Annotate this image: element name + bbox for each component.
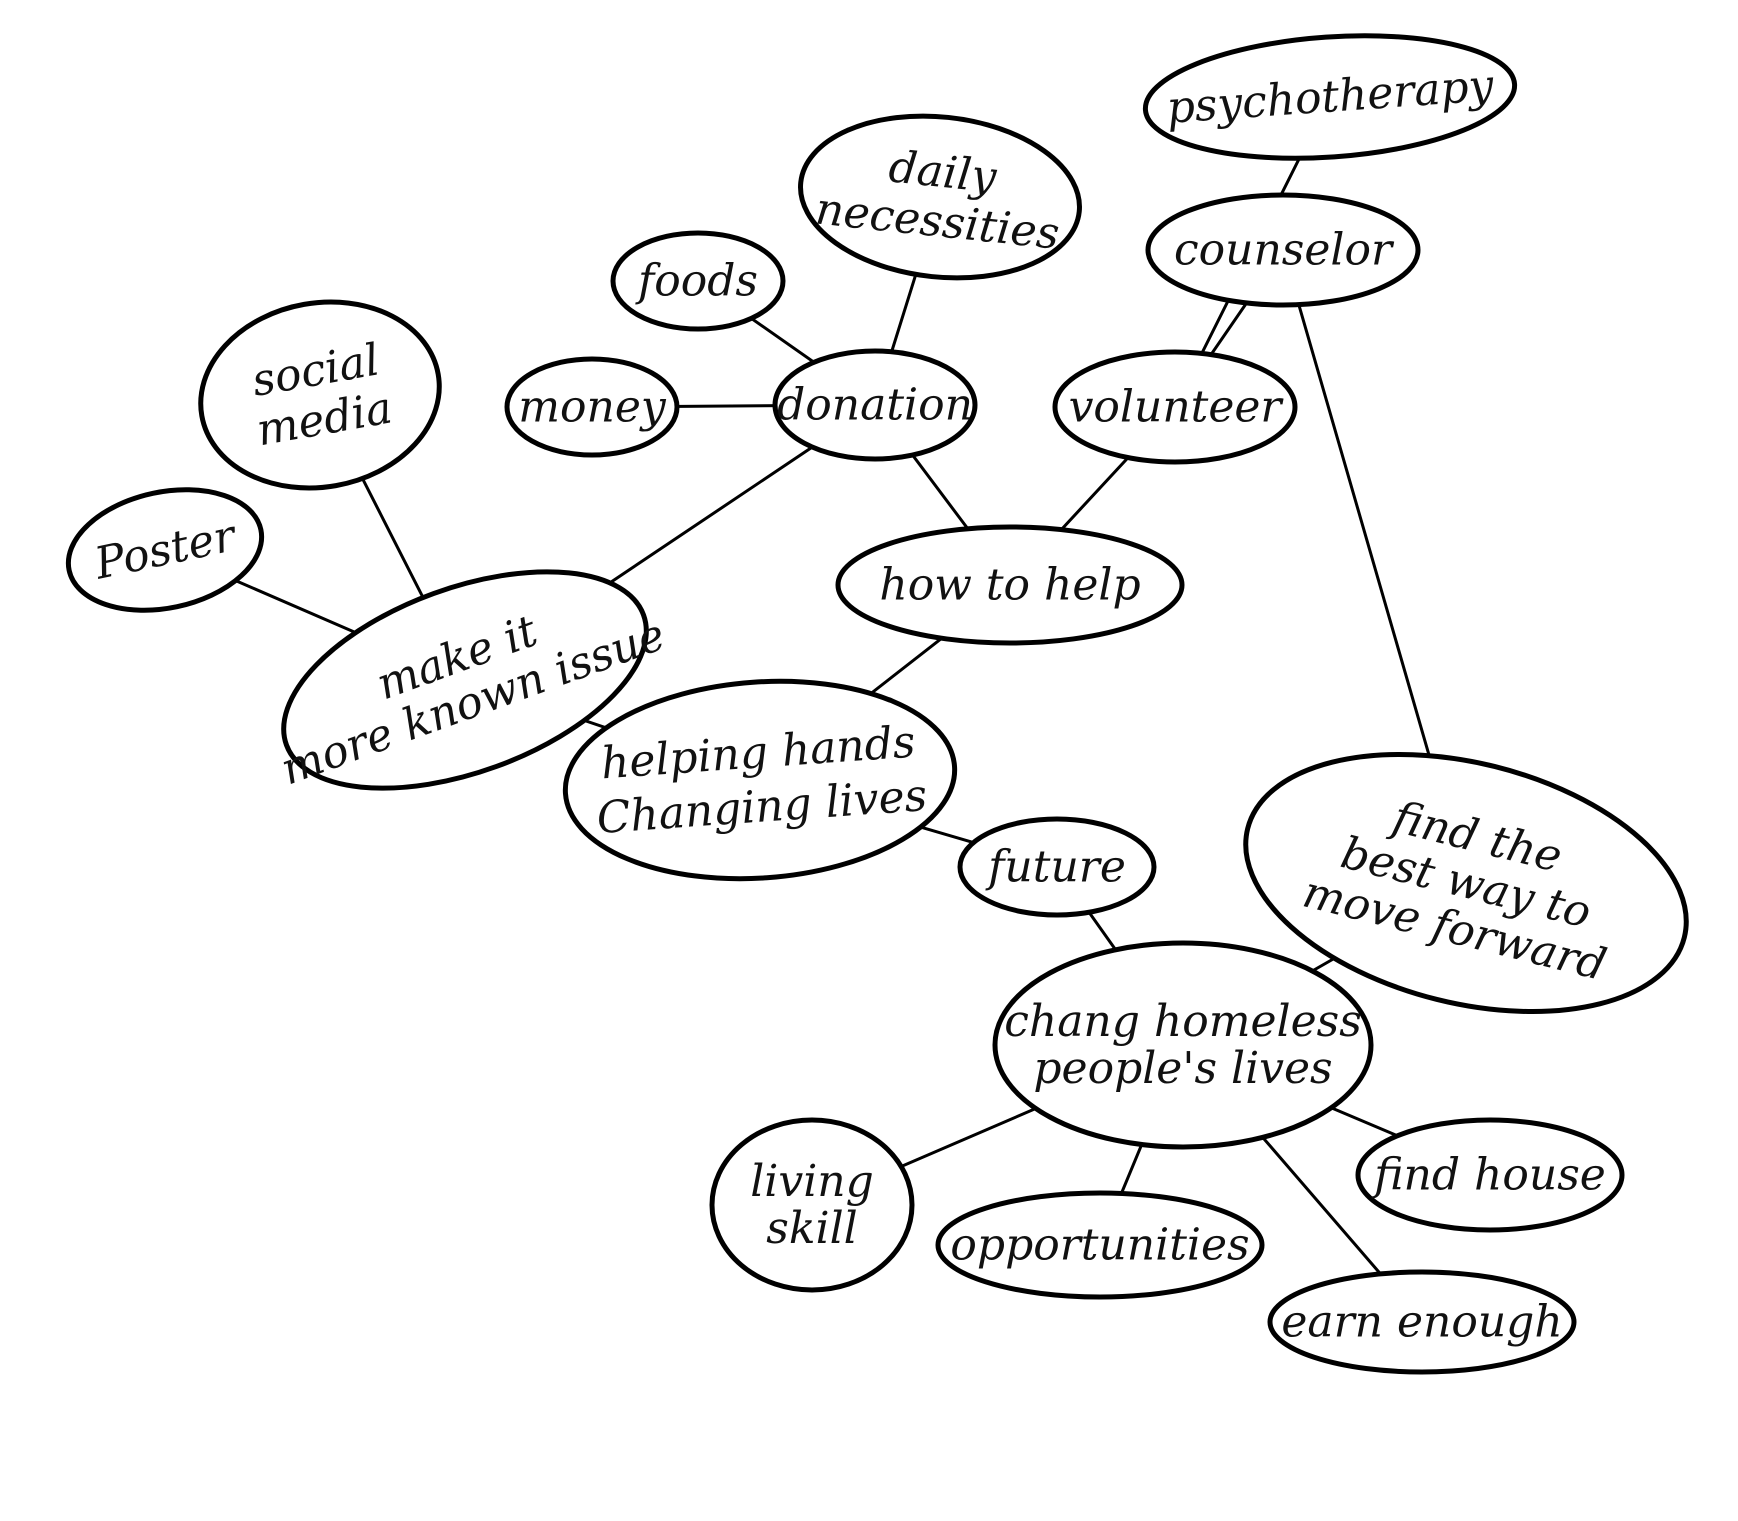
node-label: future	[985, 842, 1126, 893]
node-bubble	[610, 230, 786, 332]
node-label: how to help	[879, 560, 1140, 611]
node-house: find house	[1355, 1117, 1625, 1233]
node-bubble	[1145, 192, 1421, 308]
node-bubble	[957, 816, 1157, 918]
node-earn: earn enough	[1267, 1269, 1577, 1375]
node-foods: foods	[610, 230, 786, 332]
node-bubble	[65, 487, 265, 613]
node-label: earn enough	[1281, 1297, 1562, 1348]
node-counselor: counselor	[1145, 192, 1421, 308]
node-bubble	[935, 1190, 1265, 1300]
node-bubble	[1142, 33, 1518, 161]
node-label: living	[750, 1156, 874, 1207]
node-label: foods	[635, 256, 758, 307]
node-bubble	[281, 569, 649, 791]
node-bubble	[562, 678, 958, 882]
node-money: money	[504, 356, 680, 458]
node-bubble	[798, 113, 1082, 281]
node-psycho: psychotherapy	[1142, 33, 1518, 161]
node-label: skill	[766, 1203, 857, 1254]
node-donation: donation	[772, 348, 978, 462]
node-label: chang homeless	[1004, 996, 1362, 1047]
node-label: people's lives	[1033, 1043, 1332, 1094]
node-bubble	[835, 524, 1185, 646]
node-bubble	[992, 940, 1374, 1150]
node-volunteer: volunteer	[1052, 349, 1298, 465]
node-label: counselor	[1174, 225, 1395, 276]
node-poster: Poster	[65, 487, 265, 613]
node-label: opportunities	[950, 1220, 1249, 1271]
node-label: donation	[777, 380, 973, 431]
node-label: find house	[1371, 1150, 1606, 1201]
node-how: how to help	[835, 524, 1185, 646]
node-bubble	[198, 299, 442, 491]
node-bubble	[1355, 1117, 1625, 1233]
node-label: volunteer	[1069, 382, 1285, 433]
node-label: daily	[887, 141, 1000, 203]
node-bubble	[1243, 751, 1689, 1015]
node-future: future	[957, 816, 1157, 918]
node-label: money	[518, 382, 667, 433]
node-bubble	[504, 356, 680, 458]
node-opps: opportunities	[935, 1190, 1265, 1300]
node-bubble	[1052, 349, 1298, 465]
node-bubble	[709, 1117, 915, 1293]
node-bubble	[772, 348, 978, 462]
node-bubble	[1267, 1269, 1577, 1375]
